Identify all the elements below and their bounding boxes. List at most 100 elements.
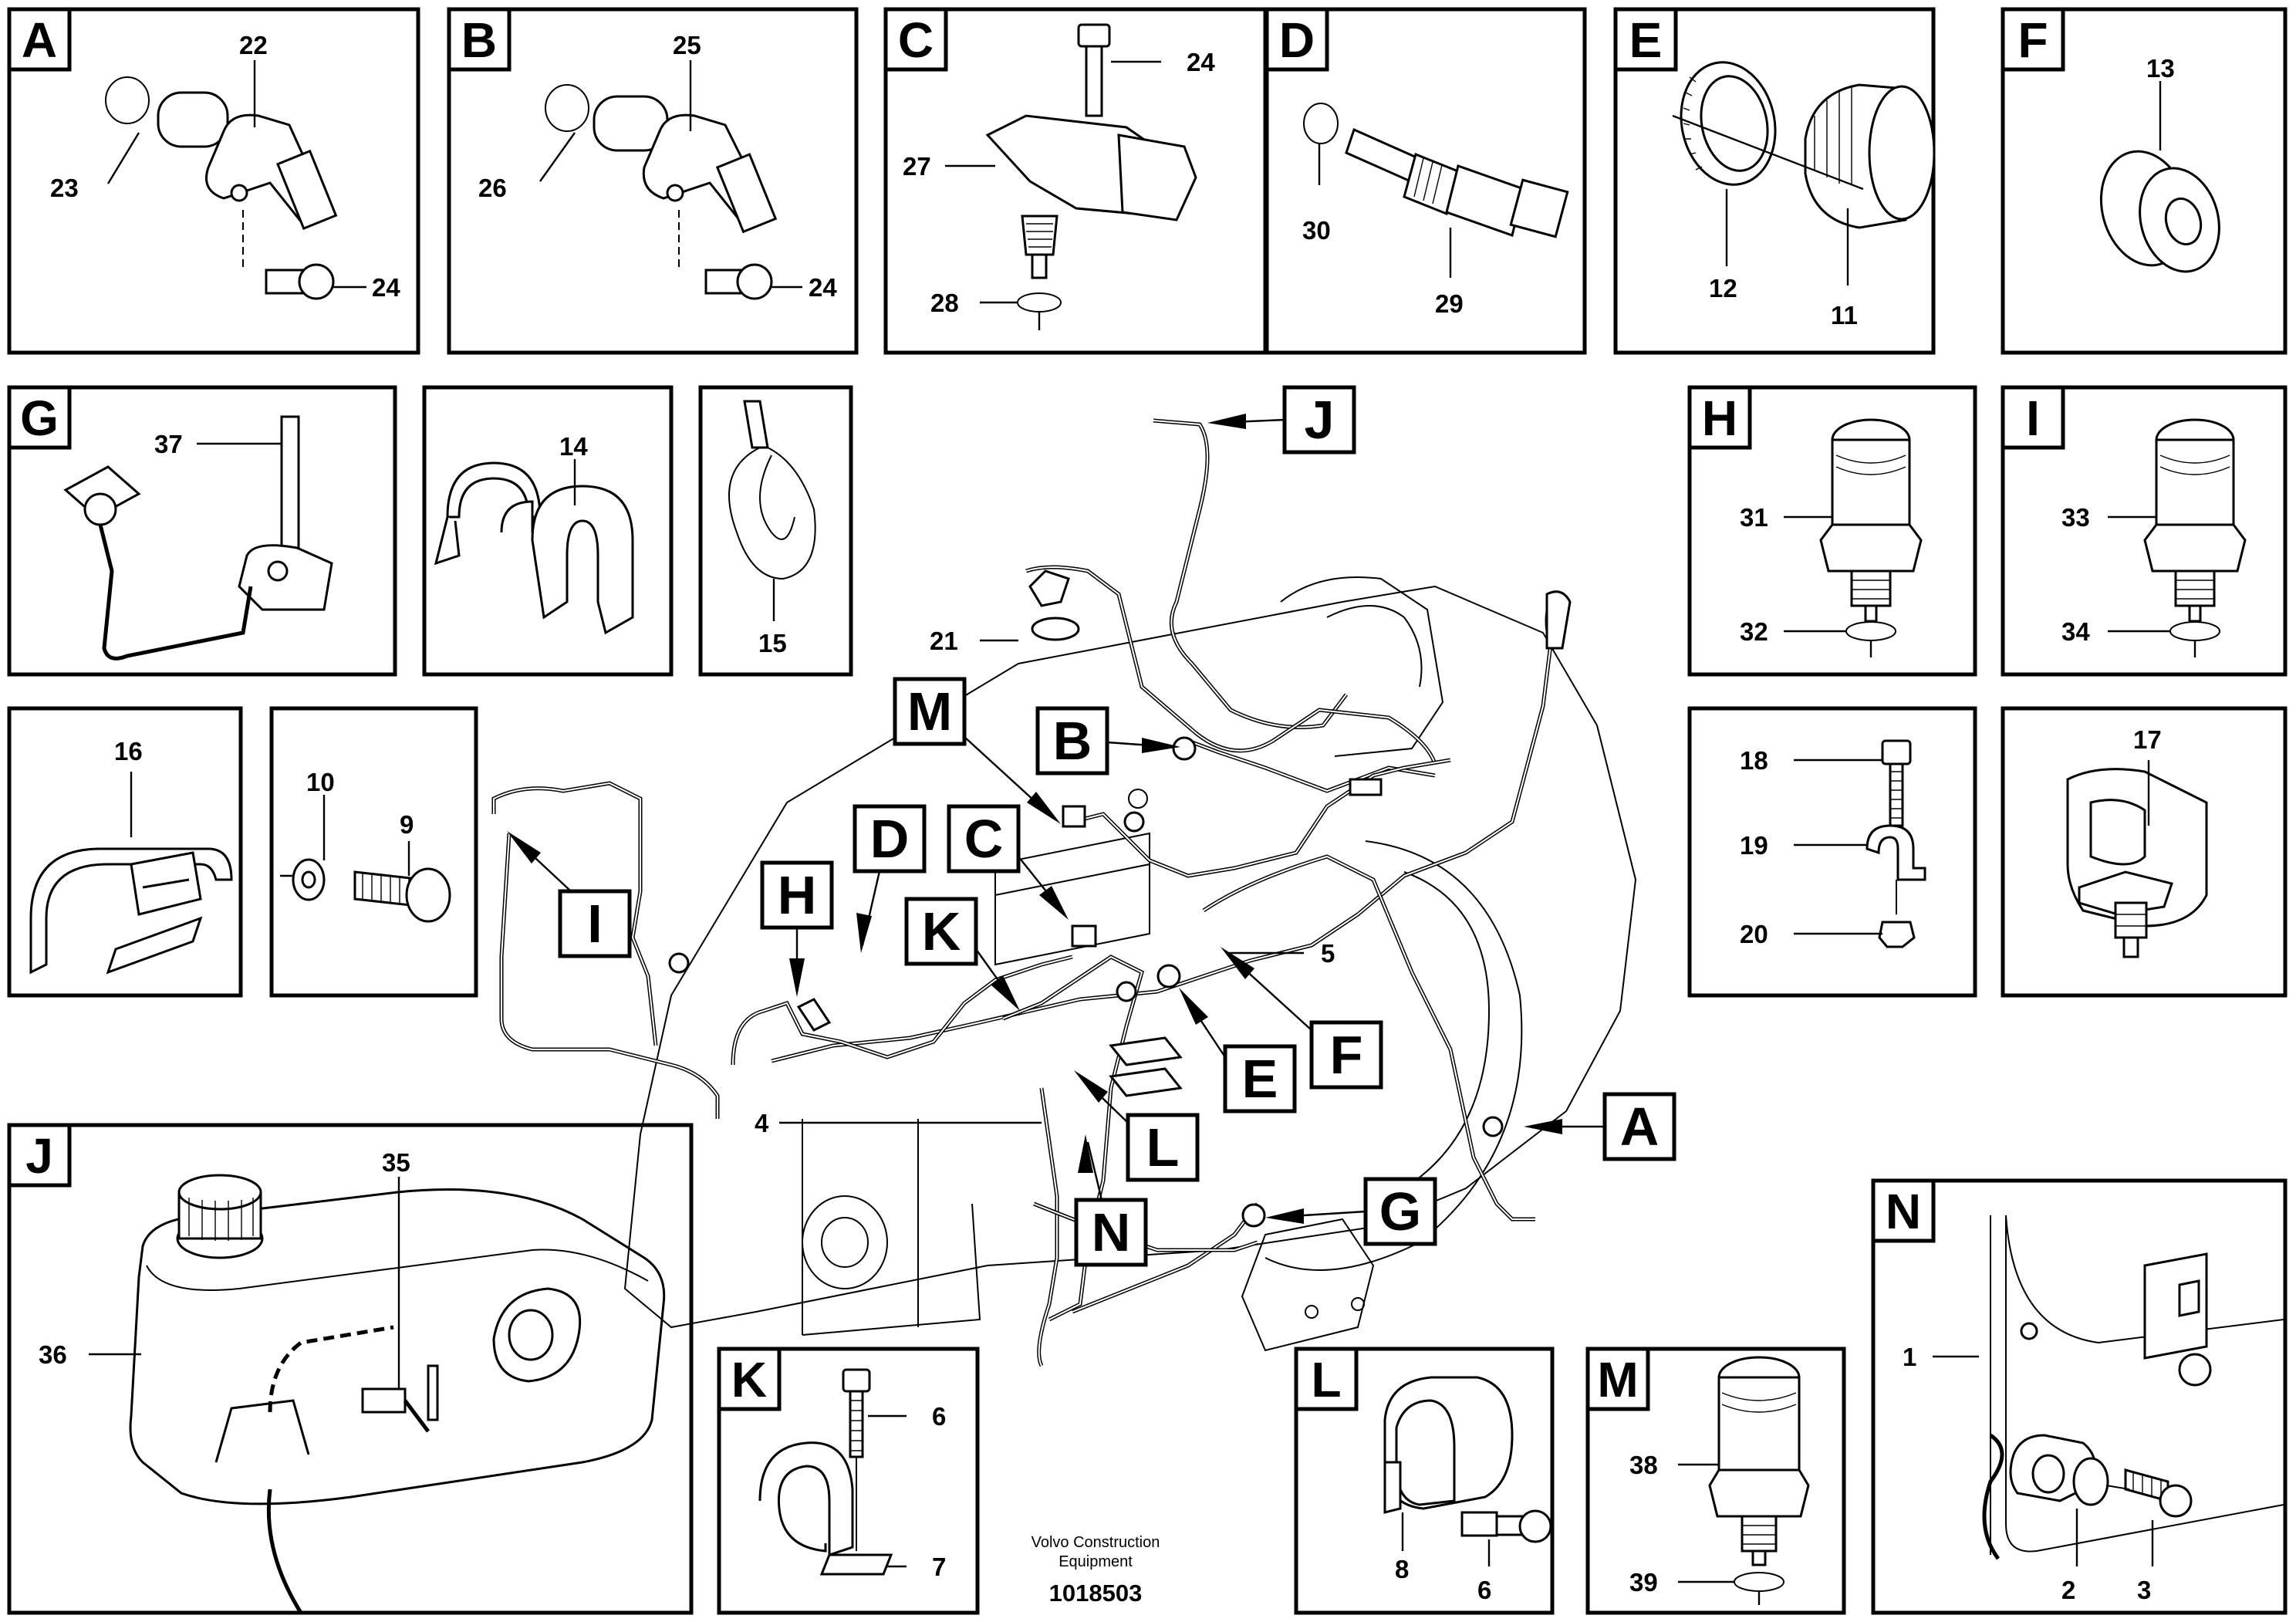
panel-a-letter: A	[22, 12, 57, 68]
panel-c: C 24 27 28	[883, 7, 1268, 355]
callout-a: A	[1620, 1097, 1660, 1157]
panel-j-letter: J	[25, 1128, 53, 1184]
sensor-holder-icon	[2066, 768, 2208, 958]
part-number: 17	[2133, 725, 2162, 754]
part-number: 24	[809, 273, 837, 302]
part-number: 5	[1321, 939, 1335, 968]
part-number: 13	[2146, 54, 2175, 83]
callout-b: B	[1053, 711, 1092, 771]
part-number: 12	[1709, 274, 1737, 302]
part-number: 22	[239, 31, 268, 59]
part-number: 15	[758, 629, 787, 657]
part-number: 11	[1831, 301, 1858, 329]
panel-k-letter: K	[731, 1352, 767, 1407]
callout-h: H	[778, 865, 817, 925]
pressure-switch-icon	[2143, 418, 2247, 623]
part-number: 16	[114, 737, 143, 765]
part-number: 29	[1435, 289, 1464, 318]
part-number: 23	[50, 174, 79, 202]
part-number: 25	[673, 31, 701, 59]
panel-g: G 37	[7, 385, 397, 677]
panel-clips: 14	[422, 385, 674, 677]
panel-c-letter: C	[898, 12, 934, 68]
part-number: 20	[1740, 920, 1768, 948]
clamp-bolt-icon	[1866, 739, 1926, 948]
part-number: 35	[382, 1148, 410, 1177]
panel-n: N 1 2 3	[1871, 1178, 2288, 1615]
cable-guide-icon	[1383, 1376, 1552, 1543]
part-number: 31	[1740, 503, 1768, 532]
callout-l: L	[1146, 1117, 1180, 1178]
callout-i: I	[587, 894, 602, 954]
panel-holder: 17	[2001, 706, 2288, 998]
oil-pressure-sensor-icon	[1708, 1356, 1810, 1566]
callout-m: M	[907, 681, 952, 742]
part-number: 8	[1395, 1555, 1409, 1583]
panel-e-letter: E	[1629, 12, 1663, 68]
level-sensor-icon	[63, 415, 333, 661]
part-number: 18	[1740, 746, 1768, 775]
callout-f: F	[1330, 1025, 1363, 1085]
crankshaft-sensor-icon	[105, 76, 338, 300]
part-number: 10	[306, 768, 335, 796]
panel-d: D 30 29	[1264, 7, 1587, 355]
panel-k: K 6 7	[717, 1347, 980, 1615]
callout-g: G	[1379, 1181, 1421, 1242]
panel-d-letter: D	[1279, 12, 1315, 68]
panel-b-letter: B	[461, 12, 497, 68]
panel-m: M 38 39	[1585, 1347, 1846, 1615]
coolant-tank-icon	[129, 1174, 666, 1614]
panel-clamp: 18 19 20	[1687, 706, 1977, 998]
screw-washer-icon	[292, 858, 451, 923]
panel-h-letter: H	[1702, 390, 1737, 446]
panel-screw: 10 9	[269, 706, 478, 998]
callout-n: N	[1092, 1202, 1131, 1262]
temperature-sensor-icon	[1303, 103, 1569, 238]
grommet-icon	[2099, 150, 2220, 273]
oil-sump-icon	[1982, 1215, 2284, 1560]
panel-b: B 25 26 24	[447, 7, 859, 355]
part-number: 6	[1477, 1576, 1491, 1604]
panel-f-letter: F	[2017, 12, 2048, 68]
document-number: 1018503	[1049, 1580, 1143, 1607]
part-number: 27	[903, 152, 931, 181]
company-name-line2: Equipment	[1059, 1553, 1133, 1570]
part-number: 6	[932, 1402, 946, 1431]
part-number: 9	[400, 810, 414, 839]
footer: Volvo Construction Equipment 1018503	[1032, 1534, 1160, 1607]
callout-j: J	[1305, 390, 1335, 450]
part-number: 26	[478, 174, 507, 202]
panel-cable-tie: 15	[698, 385, 853, 677]
callout-e: E	[1242, 1049, 1278, 1109]
part-number: 24	[1187, 48, 1215, 76]
part-number: 34	[2061, 617, 2090, 646]
part-number: 1	[1903, 1343, 1916, 1371]
panel-i-letter: I	[2026, 390, 2040, 446]
part-number: 39	[1629, 1568, 1658, 1597]
part-number: 19	[1740, 831, 1768, 860]
panel-m-letter: M	[1597, 1352, 1638, 1407]
p-clamp-icon	[758, 1368, 893, 1576]
protective-cap-icon	[1672, 61, 1936, 229]
callout-c: C	[964, 809, 1004, 869]
panel-f: F 13	[2001, 7, 2288, 355]
panel-e: E 12 11	[1613, 7, 1936, 355]
company-name: Volvo Construction	[1032, 1534, 1160, 1551]
part-number: 36	[39, 1340, 67, 1369]
panel-bracket: 16	[7, 706, 243, 998]
panel-h: H 31 32	[1687, 385, 1977, 677]
panel-i: I 33 34	[2001, 385, 2288, 677]
part-number: 33	[2061, 503, 2090, 532]
cable-bracket-icon	[29, 847, 233, 975]
pressure-switch-icon	[1819, 418, 1923, 623]
cable-clip-icon	[434, 461, 634, 635]
panel-l-letter: L	[1311, 1352, 1341, 1407]
callout-k: K	[922, 901, 961, 961]
part-number: 4	[755, 1109, 769, 1137]
pressure-sensor-icon	[985, 23, 1197, 279]
panel-l: L 8 6	[1294, 1347, 1555, 1615]
part-number: 3	[2137, 1576, 2151, 1604]
part-number: 21	[930, 627, 958, 655]
panel-j: J 35 36	[7, 1123, 694, 1615]
